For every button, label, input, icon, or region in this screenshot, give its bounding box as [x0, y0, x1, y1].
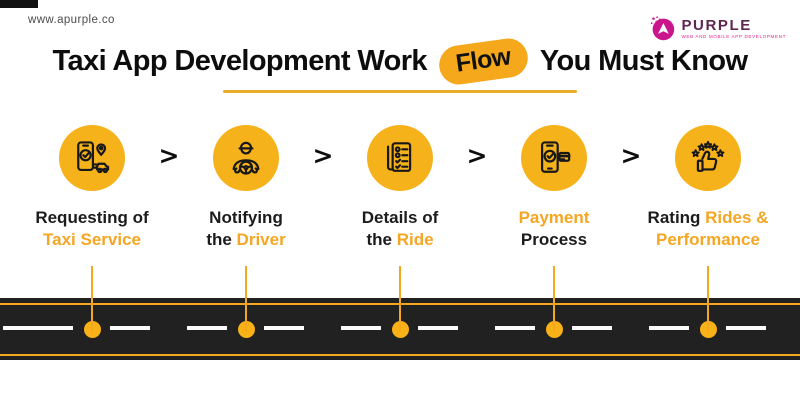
step-icon-circle: [367, 125, 433, 191]
corner-mark: [0, 0, 38, 8]
thumbs-up-stars-rating-icon: [691, 140, 725, 172]
step-icon-circle: [213, 125, 279, 191]
website-url[interactable]: www.apurple.co: [28, 14, 115, 26]
step-ride-details: Details of the Ride: [320, 125, 480, 251]
driver-steering-wheel-icon: [232, 141, 260, 175]
step-connector-line: [91, 266, 93, 332]
step-connector-line: [399, 266, 401, 332]
step-rating-performance: Rating Rides & Performance: [628, 125, 788, 251]
title-part-2: You Must Know: [539, 45, 748, 77]
step-connector-line: [553, 266, 555, 332]
title-underline: [223, 90, 577, 93]
phone-request-taxi-icon: [77, 141, 110, 174]
step-connector-line: [707, 266, 709, 332]
step-connector-line: [245, 266, 247, 332]
step-icon-circle: [59, 125, 125, 191]
logo-tagline: WEB AND MOBILE APP DEVELOPMENT: [681, 33, 786, 39]
ride-details-checklist-icon: [386, 142, 412, 172]
step-label: Details of the Ride: [361, 208, 439, 249]
flow-highlight-badge: Flow: [436, 36, 531, 87]
road-edge-line: [0, 354, 800, 356]
purple-logo-icon: [651, 16, 675, 41]
chevron-right-icon: >: [158, 141, 180, 170]
phone-payment-card-icon: [540, 141, 571, 173]
chevron-right-icon: >: [620, 141, 642, 170]
chevron-right-icon: >: [312, 141, 334, 170]
step-label: Rating Rides & Performance: [647, 208, 769, 249]
step-icon-circle: [521, 125, 587, 191]
logo-name: PURPLE: [681, 16, 752, 34]
step-notifying-driver: Notifying the Driver: [166, 125, 326, 251]
step-requesting-taxi: Requesting of Taxi Service: [12, 125, 172, 251]
title-part-1: Taxi App Development Work: [52, 45, 428, 77]
step-icon-circle: [675, 125, 741, 191]
page-title: Taxi App Development Work Flow You Must …: [0, 36, 800, 87]
step-label: Notifying the Driver: [206, 208, 286, 249]
step-payment-process: Payment Process: [474, 125, 634, 251]
step-label: Requesting of Taxi Service: [35, 208, 149, 249]
chevron-right-icon: >: [466, 141, 488, 170]
brand-logo[interactable]: PURPLE WEB AND MOBILE APP DEVELOPMENT: [649, 15, 786, 42]
step-label: Payment Process: [518, 208, 590, 249]
